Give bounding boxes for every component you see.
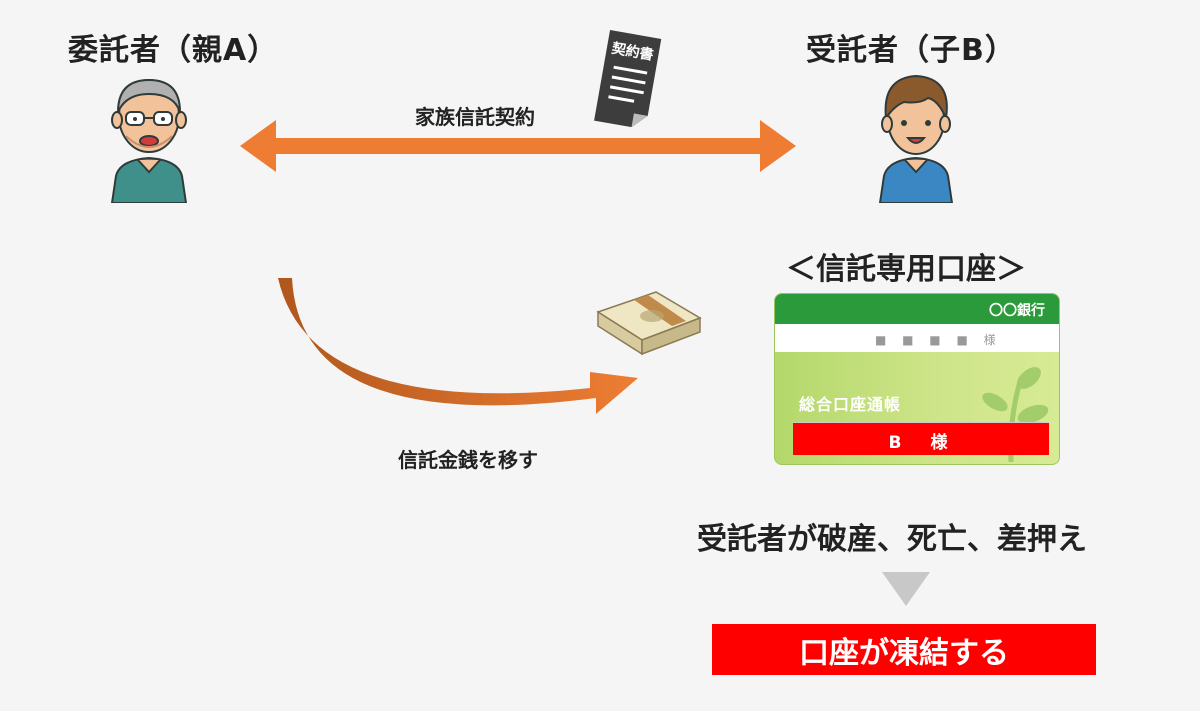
elderly-man-icon [110, 78, 188, 203]
contract-double-arrow [240, 120, 796, 172]
contract-label: 家族信託契約 [415, 105, 535, 129]
result-box: 口座が凍結する [712, 624, 1096, 675]
passbook-holder-row: ■ ■ ■ ■ 様 [775, 324, 1059, 352]
holder-name: B 様 [888, 433, 954, 453]
passbook-type: 総合口座通帳 [799, 395, 902, 414]
transfer-label: 信託金銭を移す [398, 448, 538, 472]
account-title: ＜信託専用口座＞ [786, 252, 1026, 287]
passbook-icon: 〇〇銀行 ■ ■ ■ ■ 様 総合口座通帳 B 様 [774, 293, 1060, 465]
holder-name-bar: B 様 [793, 422, 1049, 455]
contract-document-icon: 契約書 [594, 29, 662, 128]
settlor-label: 委託者（親A） [68, 33, 279, 68]
down-triangle-icon [882, 572, 930, 606]
trustee-label: 受託者（子B） [806, 33, 1016, 68]
passbook-header: 〇〇銀行 [775, 294, 1059, 324]
holder-masked: ■ ■ ■ ■ 様 [875, 333, 1002, 347]
event-text: 受託者が破産、死亡、差押え [697, 522, 1087, 557]
young-man-icon [878, 74, 954, 203]
money-bundle-icon [596, 291, 702, 356]
bank-name: 〇〇銀行 [989, 303, 1045, 319]
transfer-curved-arrow [278, 278, 638, 414]
